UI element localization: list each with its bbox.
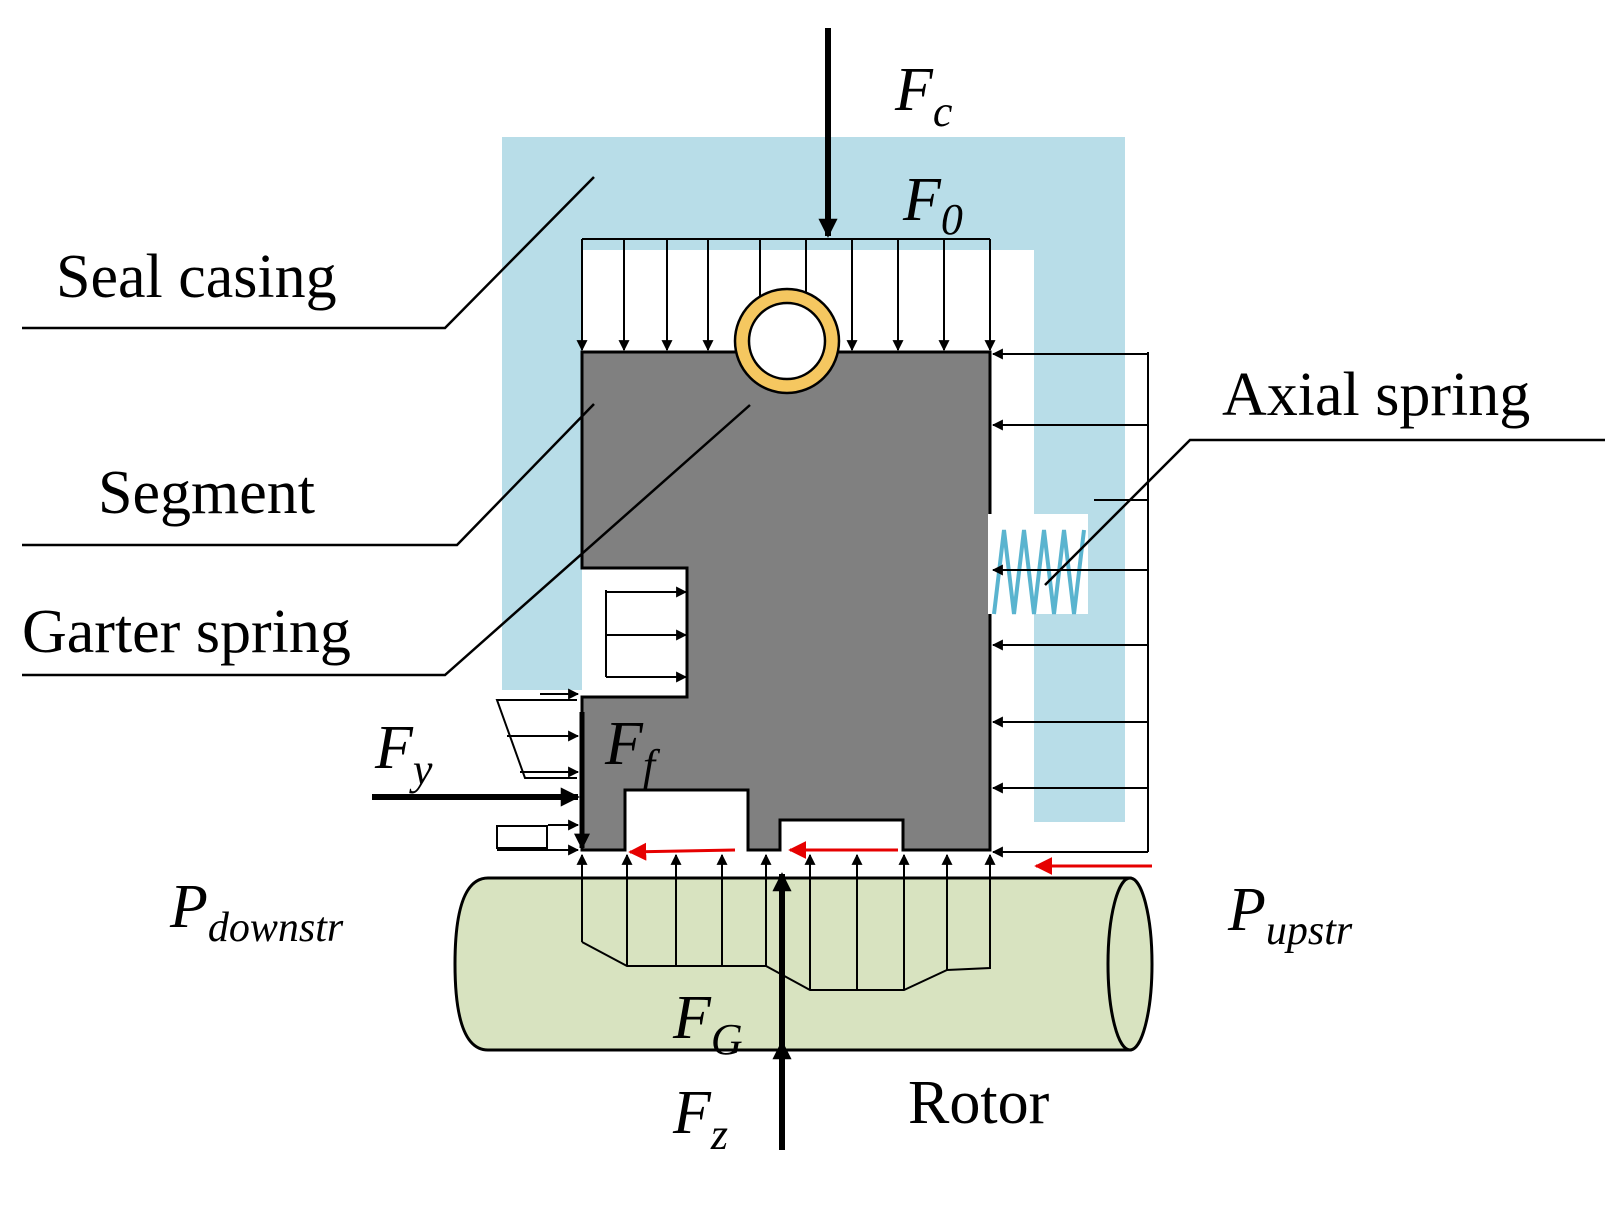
seal-casing-label: Seal casing (56, 243, 337, 311)
fg-label: FG (672, 984, 743, 1064)
rotor-shape (453, 876, 1154, 1052)
segment-shape (580, 350, 992, 852)
right-pressure-arrows (991, 348, 1149, 858)
seal-casing-leader (22, 176, 595, 330)
segment-label: Segment (98, 459, 315, 527)
axial-spring-leader (1044, 438, 1605, 586)
left-pressure-arrows (495, 688, 580, 856)
f0-label: F0 (902, 166, 963, 244)
leakage-flow-arrows (628, 841, 1152, 875)
fc-label: Fc (894, 56, 953, 136)
p-upstream-label: Pupstr (1227, 876, 1353, 954)
fz-label: Fz (672, 1079, 728, 1159)
top-pressure-arrows (576, 238, 996, 352)
notch-pressure-arrows (605, 586, 688, 683)
p-downstream-label: Pdownstr (169, 873, 344, 951)
rotor-label: Rotor (908, 1069, 1050, 1137)
segment-leader (22, 403, 595, 547)
fy-label: Fy (374, 714, 433, 794)
garter-spring-ring (733, 287, 841, 395)
axial-spring-label: Axial spring (1222, 361, 1530, 429)
garter-spring-label: Garter spring (22, 598, 351, 666)
axial-spring-shape (988, 514, 1088, 615)
leader-lines (22, 176, 1605, 677)
garter-spring-leader (22, 404, 751, 677)
film-pressure-arrows (576, 853, 996, 991)
